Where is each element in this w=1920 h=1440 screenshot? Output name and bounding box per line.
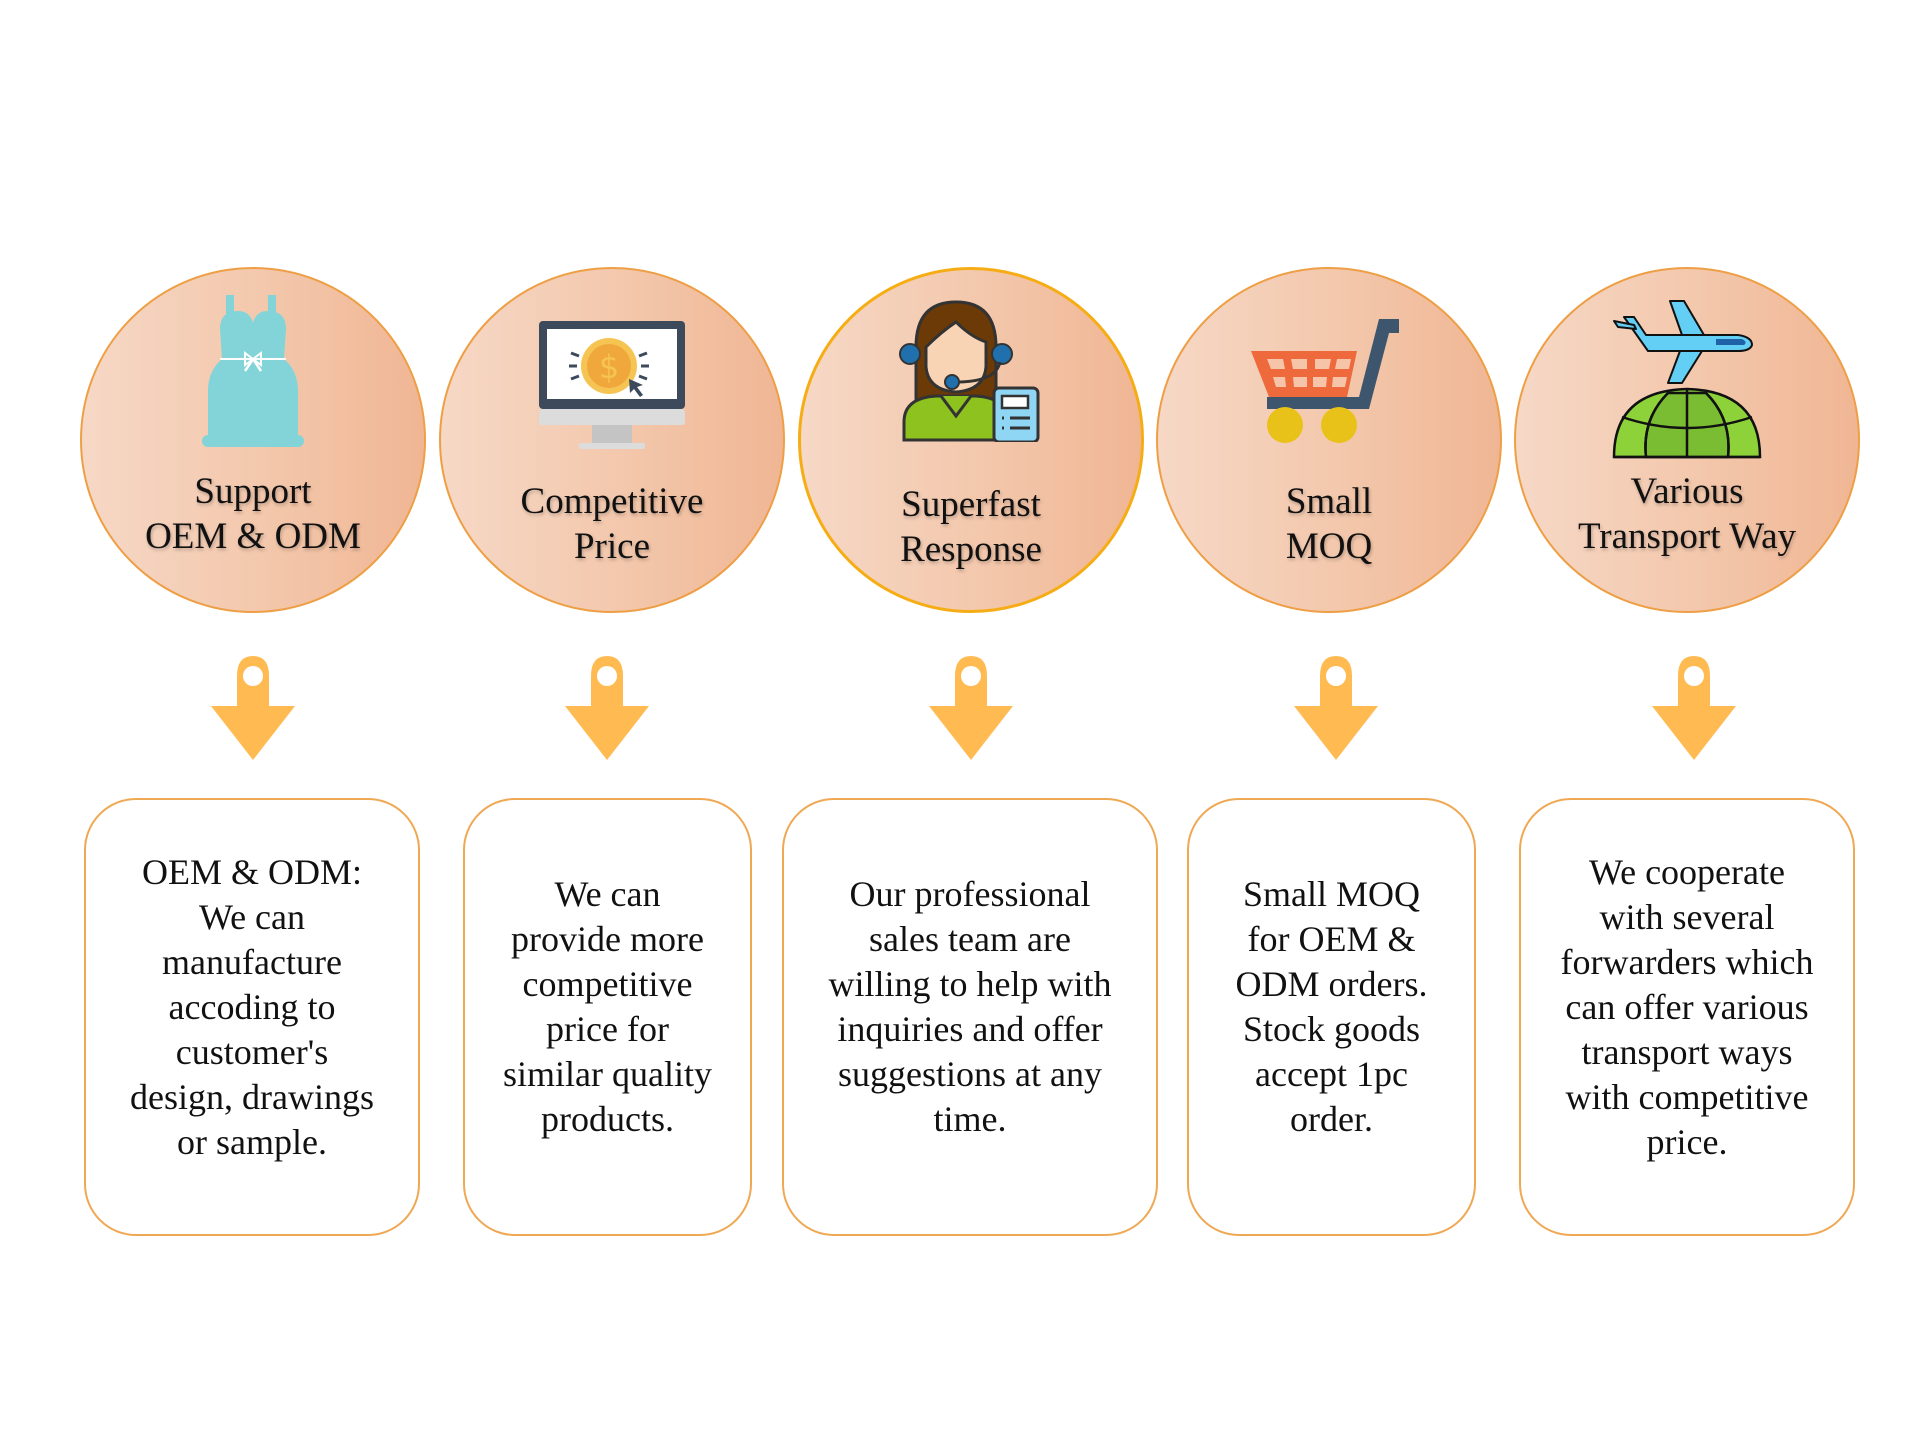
feature-title: Various Transport Way (1577, 471, 1796, 557)
description-box-small-moq: Small MOQ for OEM & ODM orders. Stock go… (1187, 798, 1476, 1236)
feature-title: Superfast Response (900, 484, 1042, 570)
feature-circle-competitive-price: $ Competitive Price (439, 267, 785, 613)
feature-circle-transport-way: Various Transport Way (1514, 267, 1860, 613)
airplane-icon (1613, 300, 1753, 384)
description-box-transport-way: We cooperate with several forwarders whi… (1519, 798, 1855, 1236)
arrow-down-icon (929, 656, 1013, 760)
monitor-dollar-icon: $ (539, 321, 685, 449)
airplane-globe-icon (1612, 300, 1762, 459)
svg-text:$: $ (599, 348, 619, 386)
feature-circle-small-moq: Small MOQ (1156, 267, 1502, 613)
description-box-superfast-response: Our professional sales team are willing … (782, 798, 1158, 1236)
globe-icon (1612, 387, 1762, 459)
feature-circle-oem-odm: Support OEM & ODM (80, 267, 426, 613)
feature-title: Support OEM & ODM (145, 471, 361, 557)
description-text: OEM & ODM: We can manufacture accoding t… (130, 851, 374, 1162)
customer-service-agent-icon (899, 300, 1040, 442)
arrow-down-icon (211, 656, 295, 760)
dress-icon (202, 295, 304, 447)
feature-title: Competitive Price (520, 481, 704, 567)
description-text: We can provide more competitive price fo… (503, 874, 712, 1139)
description-box-competitive-price: We can provide more competitive price fo… (463, 798, 752, 1236)
description-text: Small MOQ for OEM & ODM orders. Stock go… (1235, 874, 1428, 1139)
arrow-down-icon (565, 656, 649, 760)
description-box-oem-odm: OEM & ODM: We can manufacture accoding t… (84, 798, 420, 1236)
feature-title: Small MOQ (1285, 481, 1373, 567)
description-text: Our professional sales team are willing … (828, 874, 1112, 1139)
description-text: We cooperate with several forwarders whi… (1560, 851, 1814, 1162)
arrow-down-icon (1652, 656, 1736, 760)
arrow-down-icon (1294, 656, 1378, 760)
feature-circle-superfast-response: Superfast Response (798, 267, 1144, 613)
shopping-cart-icon (1251, 319, 1399, 443)
